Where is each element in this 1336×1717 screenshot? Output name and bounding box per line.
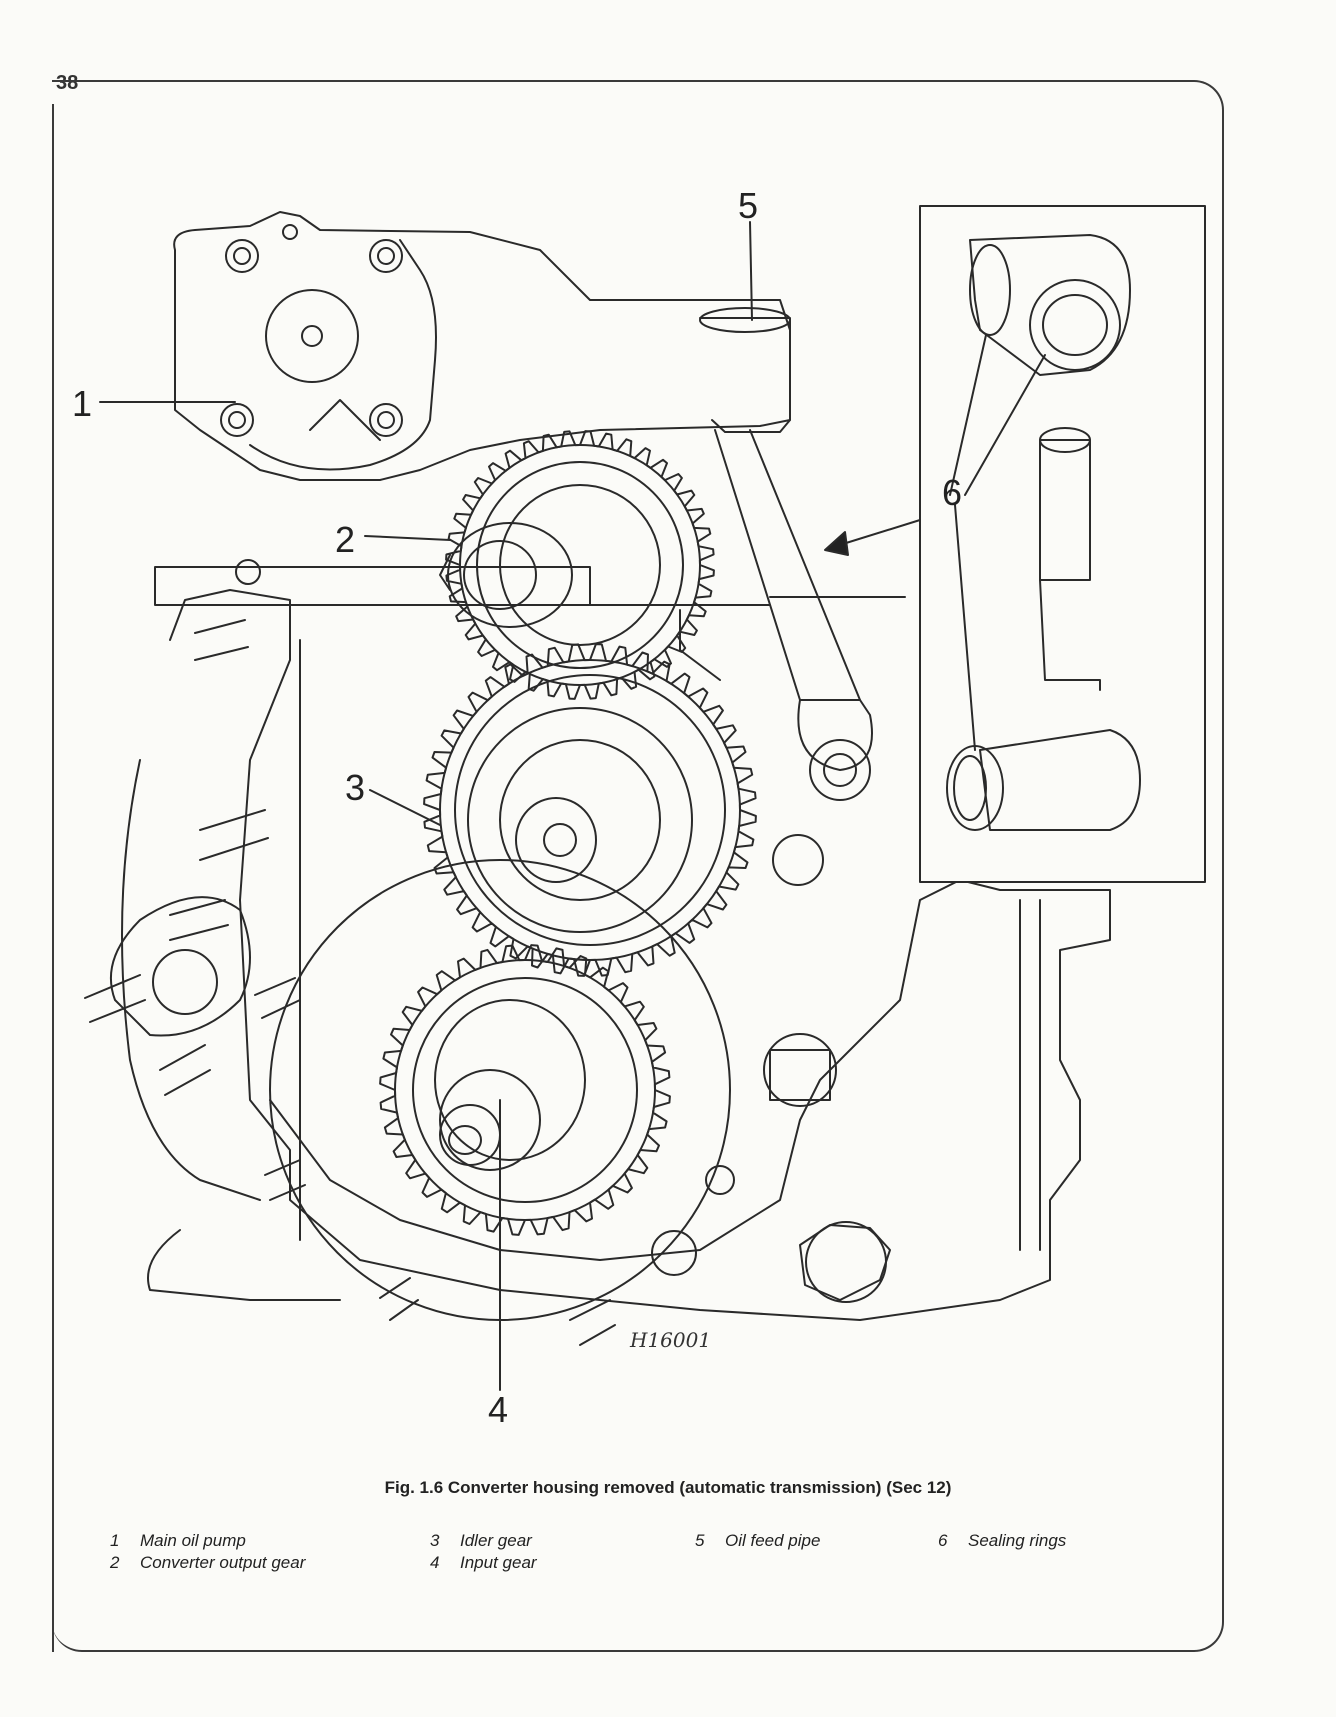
legend-column-4: 6 Sealing rings [938, 1530, 1066, 1552]
legend-item: 6 Sealing rings [938, 1530, 1066, 1552]
flange [109, 896, 251, 1037]
figure-code: H16001 [629, 1328, 711, 1352]
legend-column-3: 5 Oil feed pipe [695, 1530, 820, 1552]
mounting-studs [84, 619, 616, 1346]
legend-number: 6 [938, 1531, 948, 1550]
leader-2 [364, 535, 451, 541]
legend-label: Main oil pump [140, 1531, 246, 1550]
legend-label: Sealing rings [968, 1531, 1067, 1550]
housing-casting [169, 589, 1111, 1321]
callout-3: 3 [345, 767, 365, 808]
idler-gear [439, 659, 741, 961]
leader-6a [949, 334, 987, 496]
legend-column-1: 1 Main oil pump 2 Converter output gear [110, 1530, 305, 1574]
legend-number: 2 [110, 1553, 120, 1572]
legend-label: Idler gear [460, 1531, 532, 1550]
page-frame [52, 80, 1224, 1652]
legend-item: 4 Input gear [430, 1552, 537, 1574]
legend-column-2: 3 Idler gear 4 Input gear [430, 1530, 537, 1574]
main-oil-pump [173, 211, 791, 481]
legend-item: 3 Idler gear [430, 1530, 537, 1552]
output-gear-teeth [445, 430, 715, 700]
legend-label: Converter output gear [140, 1553, 306, 1572]
callout-5: 5 [738, 185, 758, 226]
callout-4: 4 [488, 1389, 508, 1430]
legend-number: 3 [430, 1531, 440, 1550]
page-frame-left-edge [52, 104, 54, 1652]
callout-2: 2 [335, 519, 355, 560]
sealing-rings [946, 234, 1141, 831]
callout-6: 6 [942, 472, 962, 513]
leader-6c [954, 504, 976, 751]
legend-number: 5 [695, 1531, 705, 1550]
oil-feed-pipe [699, 317, 791, 433]
leader-6b [964, 354, 1046, 496]
leader-5 [749, 221, 753, 321]
legend-label: Oil feed pipe [725, 1531, 821, 1550]
legend-number: 4 [430, 1553, 440, 1572]
legend-number: 1 [110, 1531, 120, 1550]
legend-item: 5 Oil feed pipe [695, 1530, 820, 1552]
callout-1: 1 [72, 383, 92, 424]
legend-item: 2 Converter output gear [110, 1552, 305, 1574]
idler-gear-teeth [423, 643, 757, 977]
legend-item: 1 Main oil pump [110, 1530, 305, 1552]
sealing-rings-inset [919, 205, 1206, 883]
figure-caption: Fig. 1.6 Converter housing removed (auto… [384, 1478, 952, 1497]
input-gear-teeth [379, 944, 671, 1236]
legend-label: Input gear [460, 1553, 537, 1572]
